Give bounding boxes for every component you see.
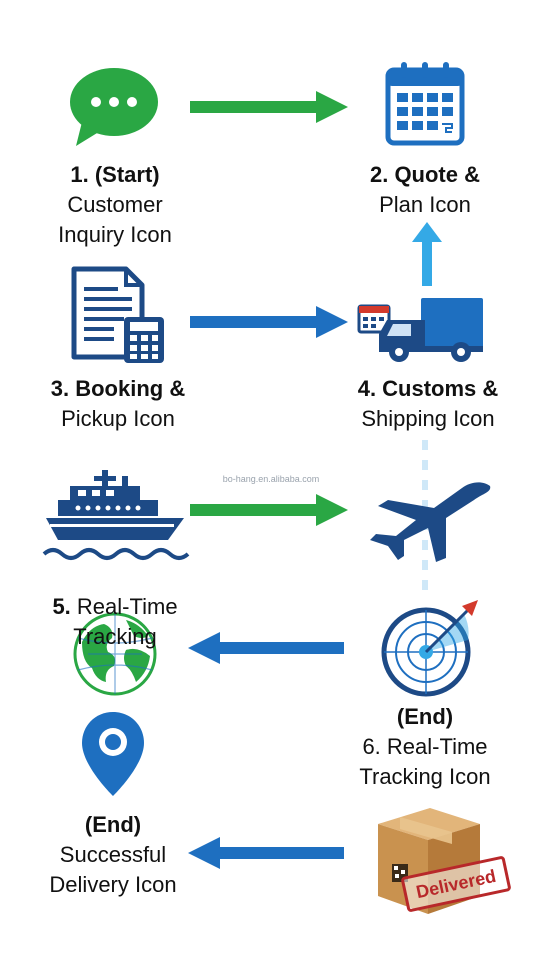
- globe-icon: [73, 612, 157, 696]
- delivery-truck-icon: [357, 298, 483, 362]
- location-pin-icon: [82, 712, 144, 796]
- airplane-icon: [370, 482, 491, 562]
- step-5-label: 5. Real-Time Tracking: [20, 592, 210, 652]
- step-6-label: (End) 6. Real-Time Tracking Icon: [330, 702, 520, 792]
- arrow-up-4-to-2: [412, 222, 442, 286]
- step-2-label: 2. Quote & Plan Icon: [330, 160, 520, 220]
- step-1-line-2: Customer: [67, 192, 163, 217]
- step-6-line-3: Tracking Icon: [359, 764, 491, 789]
- step-7-line-2: Successful: [59, 842, 167, 867]
- arrow-right-3-to-4: [190, 306, 348, 338]
- step-2-line-2: Plan Icon: [379, 192, 471, 217]
- step-7-line-3: Delivery Icon: [49, 872, 177, 897]
- arrow-left-box-to-7: [188, 837, 344, 869]
- step-3-line-2: Pickup Icon: [61, 406, 175, 431]
- step-6-end-tag: (End): [396, 704, 454, 729]
- arrow-left-6-to-5: [188, 632, 344, 664]
- step-7-label: (End) Successful Delivery Icon: [16, 810, 210, 900]
- ship-icon: [42, 470, 190, 560]
- step-1-title: 1. (Start): [70, 162, 160, 187]
- calendar-icon: [385, 62, 465, 146]
- step-1-line-3: Inquiry Icon: [58, 222, 172, 247]
- step-4-line-2: Shipping Icon: [361, 406, 495, 431]
- watermark: bo-hang.en.alibaba.com: [222, 474, 320, 484]
- radar-icon: [381, 600, 478, 697]
- arrow-right-1-to-2: [190, 91, 348, 123]
- step-5-title: 5. Real-Time: [52, 594, 178, 619]
- chat-bubble-icon: [70, 68, 158, 146]
- step-2-title: 2. Quote &: [369, 162, 480, 187]
- arrow-right-ship-to-plane: [190, 494, 348, 526]
- step-3-title: 3. Booking &: [50, 376, 186, 401]
- step-4-title: 4. Customs &: [357, 376, 499, 401]
- document-calculator-icon: [71, 266, 164, 363]
- step-7-end-tag: (End): [84, 812, 142, 837]
- step-1-label: 1. (Start) Customer Inquiry Icon: [20, 160, 210, 250]
- step-5-line-2: Tracking: [73, 624, 157, 649]
- step-3-label: 3. Booking & Pickup Icon: [20, 374, 216, 434]
- step-4-label: 4. Customs & Shipping Icon: [330, 374, 526, 434]
- step-6-line-2: 6. Real-Time: [362, 734, 488, 759]
